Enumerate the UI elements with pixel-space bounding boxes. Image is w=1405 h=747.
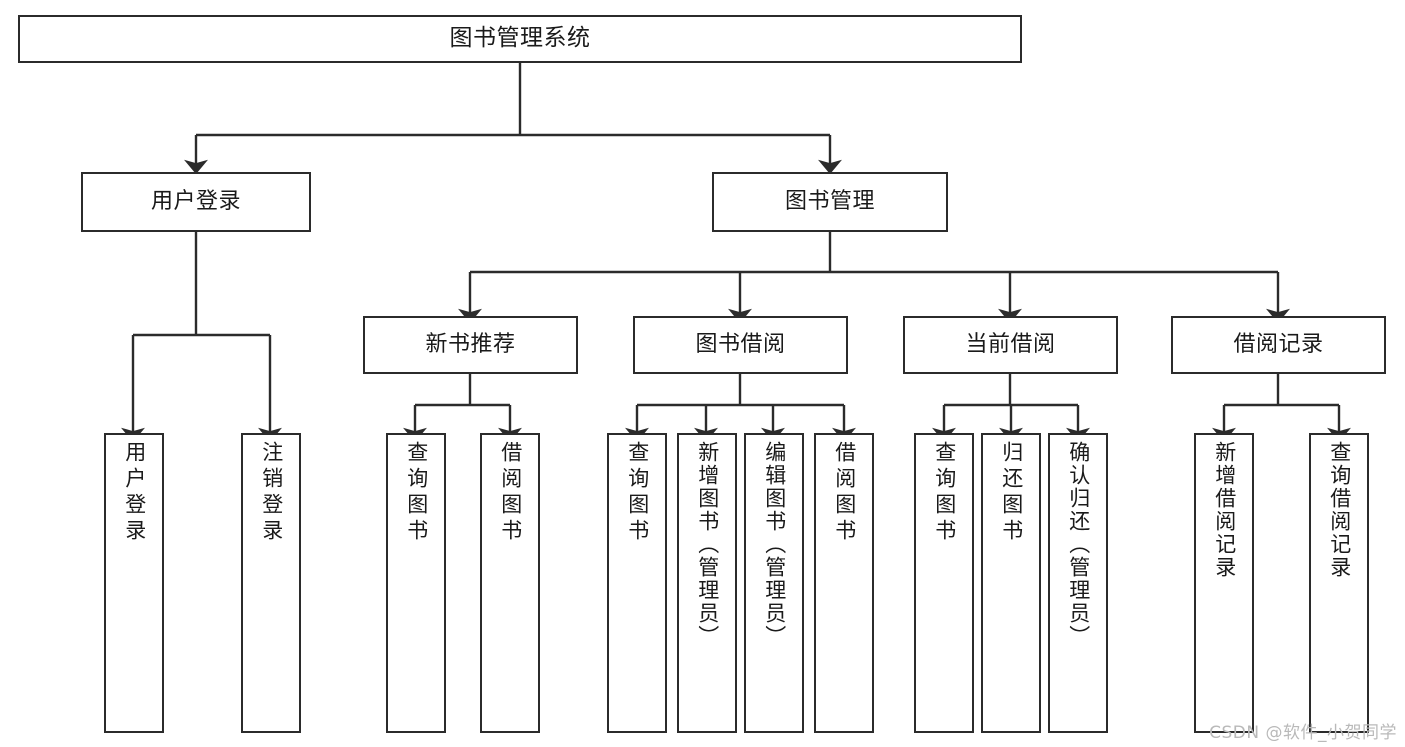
leaf-current-confirm-return-admin[interactable]: 确认归还（管理员） <box>1048 433 1108 733</box>
node-borrowing-records-label: 借阅记录 <box>1233 331 1324 357</box>
leaf-new-book-query-book[interactable]: 查询图书 <box>386 433 446 733</box>
node-new-book-recommendation-label: 新书推荐 <box>425 331 516 357</box>
node-book-management-label: 图书管理 <box>784 188 875 214</box>
leaf-current-query-book[interactable]: 查询图书 <box>914 433 974 733</box>
node-current-borrowing[interactable]: 当前借阅 <box>903 316 1118 374</box>
node-user-login[interactable]: 用户登录 <box>81 172 311 232</box>
node-current-borrowing-label: 当前借阅 <box>965 331 1056 357</box>
leaf-borrow-lend-book-label: 借阅图书 <box>832 441 857 545</box>
node-user-login-label: 用户登录 <box>150 188 241 214</box>
leaf-record-add-record[interactable]: 新增借阅记录 <box>1194 433 1254 733</box>
csdn-watermark: CSDN @软件_小贺同学 <box>1209 723 1397 743</box>
node-borrowing-records[interactable]: 借阅记录 <box>1171 316 1386 374</box>
leaf-record-add-record-label: 新增借阅记录 <box>1212 441 1237 579</box>
node-root-book-management-system[interactable]: 图书管理系统 <box>18 15 1022 63</box>
leaf-borrow-edit-book-admin[interactable]: 编辑图书（管理员） <box>744 433 804 733</box>
node-root-label: 图书管理系统 <box>449 25 591 52</box>
leaf-current-confirm-return-admin-label: 确认归还（管理员） <box>1066 441 1091 648</box>
leaf-borrow-query-book[interactable]: 查询图书 <box>607 433 667 733</box>
leaf-record-query-record[interactable]: 查询借阅记录 <box>1309 433 1369 733</box>
leaf-current-return-book[interactable]: 归还图书 <box>981 433 1041 733</box>
leaf-user-logout-label: 注销登录 <box>259 441 284 545</box>
leaf-borrow-query-book-label: 查询图书 <box>625 441 650 545</box>
leaf-user-login-action-label: 用户登录 <box>122 441 147 545</box>
leaf-borrow-add-book-admin-label: 新增图书（管理员） <box>695 441 720 648</box>
leaf-new-book-borrow-book-label: 借阅图书 <box>498 441 523 545</box>
node-book-borrowing[interactable]: 图书借阅 <box>633 316 848 374</box>
leaf-record-query-record-label: 查询借阅记录 <box>1327 441 1352 579</box>
leaf-current-query-book-label: 查询图书 <box>932 441 957 545</box>
leaf-borrow-add-book-admin[interactable]: 新增图书（管理员） <box>677 433 737 733</box>
node-new-book-recommendation[interactable]: 新书推荐 <box>363 316 578 374</box>
node-book-management[interactable]: 图书管理 <box>712 172 948 232</box>
leaf-user-logout[interactable]: 注销登录 <box>241 433 301 733</box>
leaf-borrow-edit-book-admin-label: 编辑图书（管理员） <box>762 441 787 648</box>
node-book-borrowing-label: 图书借阅 <box>695 331 786 357</box>
leaf-new-book-query-book-label: 查询图书 <box>404 441 429 545</box>
leaf-current-return-book-label: 归还图书 <box>999 441 1024 545</box>
leaf-user-login-action[interactable]: 用户登录 <box>104 433 164 733</box>
leaf-new-book-borrow-book[interactable]: 借阅图书 <box>480 433 540 733</box>
leaf-borrow-lend-book[interactable]: 借阅图书 <box>814 433 874 733</box>
